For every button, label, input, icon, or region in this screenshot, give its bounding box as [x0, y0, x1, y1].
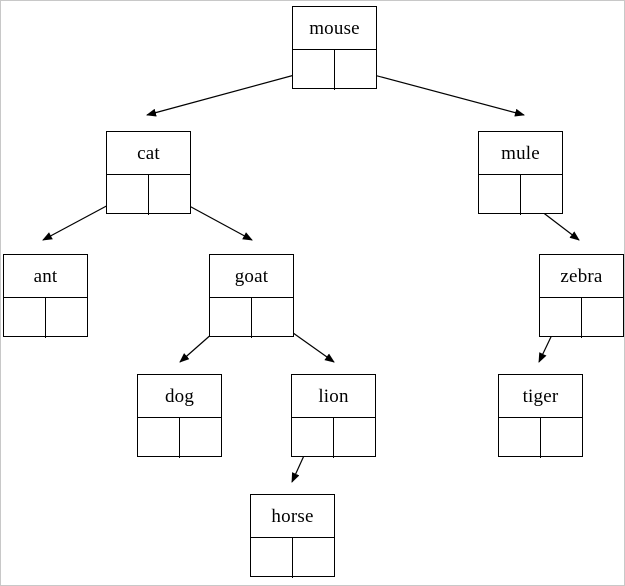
tree-node-pointer-row — [251, 537, 334, 578]
tree-node-label: tiger — [522, 385, 559, 407]
left-pointer-cell[interactable] — [210, 298, 252, 338]
left-pointer-cell[interactable] — [4, 298, 46, 338]
tree-node-pointer-row — [107, 174, 190, 215]
left-pointer-cell[interactable] — [251, 538, 293, 578]
tree-node-pointer-row — [292, 417, 375, 458]
tree-node-pointer-row — [540, 297, 623, 338]
edge-mouse-to-cat — [146, 69, 314, 117]
tree-node-goat[interactable]: goat — [209, 254, 294, 338]
right-pointer-cell[interactable] — [46, 298, 88, 338]
left-pointer-cell[interactable] — [107, 175, 149, 215]
tree-node-horse[interactable]: horse — [250, 494, 335, 578]
left-pointer-cell[interactable] — [479, 175, 521, 215]
edge-mouse-to-mule — [354, 69, 525, 117]
tree-node-pointer-row — [293, 49, 376, 90]
tree-node-pointer-row — [138, 417, 221, 458]
tree-node-label: dog — [164, 385, 195, 407]
left-pointer-cell[interactable] — [540, 298, 582, 338]
tree-node-pointer-row — [210, 297, 293, 338]
left-pointer-cell[interactable] — [292, 418, 334, 458]
tree-node-zebra[interactable]: zebra — [539, 254, 624, 338]
tree-node-tiger[interactable]: tiger — [498, 374, 583, 458]
right-pointer-cell[interactable] — [180, 418, 222, 458]
right-pointer-cell[interactable] — [252, 298, 294, 338]
tree-node-label: ant — [33, 265, 58, 287]
right-pointer-cell[interactable] — [149, 175, 191, 215]
right-pointer-cell[interactable] — [335, 50, 377, 90]
left-pointer-cell[interactable] — [499, 418, 541, 458]
tree-node-ant[interactable]: ant — [3, 254, 88, 338]
right-pointer-cell[interactable] — [293, 538, 335, 578]
tree-node-label: horse — [271, 505, 314, 527]
right-pointer-cell[interactable] — [334, 418, 376, 458]
tree-node-pointer-row — [499, 417, 582, 458]
tree-node-cat[interactable]: cat — [106, 131, 191, 215]
left-pointer-cell[interactable] — [293, 50, 335, 90]
tree-node-mule[interactable]: mule — [478, 131, 563, 215]
right-pointer-cell[interactable] — [541, 418, 583, 458]
right-pointer-cell[interactable] — [521, 175, 563, 215]
tree-node-label: zebra — [560, 265, 603, 287]
right-pointer-cell[interactable] — [582, 298, 624, 338]
tree-node-label: cat — [137, 142, 160, 164]
left-pointer-cell[interactable] — [138, 418, 180, 458]
tree-node-label: goat — [234, 265, 269, 287]
tree-node-label: lion — [318, 385, 349, 407]
tree-node-pointer-row — [4, 297, 87, 338]
tree-node-pointer-row — [479, 174, 562, 215]
tree-node-label: mouse — [309, 17, 360, 39]
tree-node-label: mule — [501, 142, 540, 164]
tree-node-mouse[interactable]: mouse — [292, 6, 377, 90]
tree-node-dog[interactable]: dog — [137, 374, 222, 458]
tree-node-lion[interactable]: lion — [291, 374, 376, 458]
